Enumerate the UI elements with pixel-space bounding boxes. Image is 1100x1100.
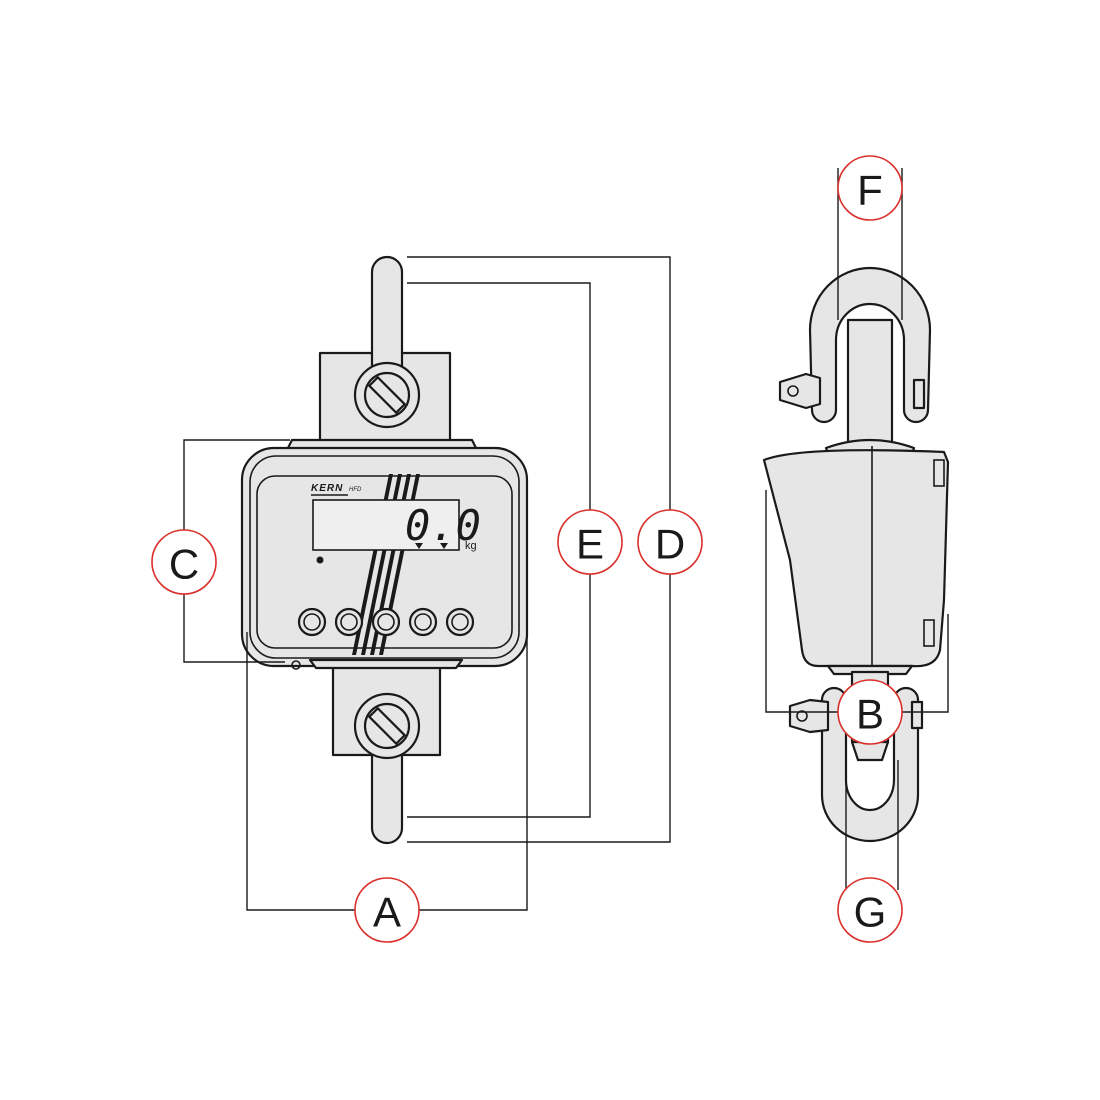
front-view: KERN HFD 0.0 kg bbox=[240, 255, 529, 845]
unit-label: kg bbox=[465, 540, 477, 552]
lcd-display bbox=[312, 499, 460, 551]
key-4[interactable] bbox=[408, 607, 438, 637]
bottom-shackle-pin bbox=[788, 698, 830, 734]
housing-bottom-rim bbox=[308, 658, 464, 670]
top-pin-nut bbox=[912, 378, 926, 410]
front-panel bbox=[256, 475, 513, 649]
top-shackle bbox=[808, 266, 932, 424]
marker-f: F bbox=[837, 155, 903, 221]
lcd-indicator-1 bbox=[415, 543, 423, 549]
housing-inner-bevel bbox=[249, 455, 520, 659]
svg-text:C: C bbox=[169, 541, 199, 588]
bottom-pin-hole bbox=[796, 710, 808, 722]
side-housing bbox=[762, 449, 950, 668]
marker-g: G bbox=[837, 877, 903, 943]
key-3[interactable] bbox=[371, 607, 401, 637]
marker-c: C bbox=[151, 529, 217, 595]
upper-shaft bbox=[846, 318, 894, 450]
svg-text:B: B bbox=[856, 691, 884, 738]
side-view bbox=[762, 266, 950, 843]
svg-text:D: D bbox=[655, 521, 685, 568]
key-5[interactable] bbox=[445, 607, 475, 637]
top-bolt-slot bbox=[368, 376, 406, 414]
keypad bbox=[297, 607, 475, 637]
side-housing-bottom-rim bbox=[826, 664, 914, 676]
key-1[interactable] bbox=[297, 607, 327, 637]
top-shackle-pin bbox=[778, 372, 822, 410]
side-clip-bottom bbox=[923, 619, 935, 647]
model-label: HFD bbox=[349, 487, 362, 493]
svg-text:G: G bbox=[854, 889, 887, 936]
lcd-indicator-2 bbox=[440, 543, 448, 549]
top-pin-hole bbox=[787, 385, 799, 397]
svg-text:E: E bbox=[576, 521, 604, 568]
marker-a: A bbox=[354, 877, 420, 943]
svg-text:A: A bbox=[373, 889, 401, 936]
key-2[interactable] bbox=[334, 607, 364, 637]
marker-d: D bbox=[637, 509, 703, 575]
marker-e: E bbox=[557, 509, 623, 575]
svg-text:F: F bbox=[857, 167, 883, 214]
bottom-bolt-slot bbox=[368, 707, 406, 745]
marker-b: B bbox=[837, 679, 903, 745]
bottom-pin-nut bbox=[910, 700, 924, 730]
weight-readout: 0.0 bbox=[405, 501, 481, 550]
status-led bbox=[316, 556, 324, 564]
housing-screw bbox=[291, 660, 301, 670]
side-clip-top bbox=[933, 459, 945, 487]
brand-logo: KERN bbox=[311, 483, 343, 494]
